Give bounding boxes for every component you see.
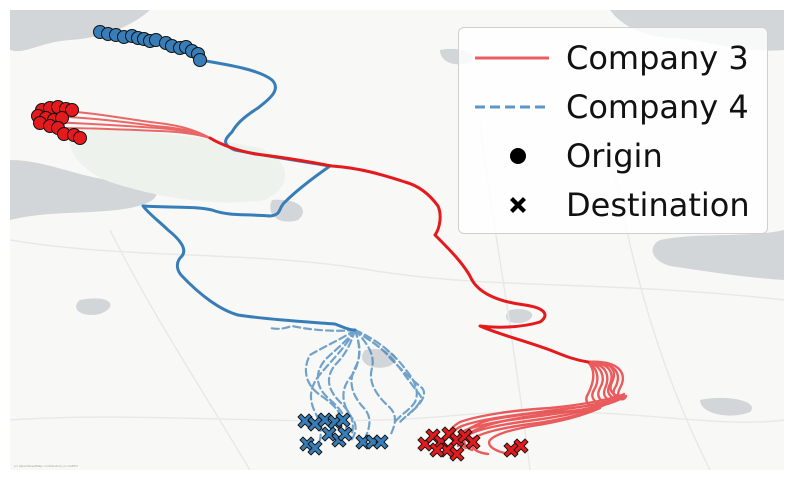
cross-marker-icon (510, 197, 526, 213)
map-attribution: (c) OpenStreetMap contributors (c) CARTO (14, 464, 78, 468)
water-south-lake (505, 309, 533, 324)
destination-marker (335, 412, 351, 428)
company-4-routes (141, 58, 426, 444)
company-4-destinations (297, 412, 389, 456)
origin-marker (73, 131, 87, 145)
company-3-origins (31, 100, 87, 145)
water-north-lake (10, 10, 150, 52)
destination-marker (429, 442, 445, 458)
legend-label: Destination (566, 186, 750, 224)
circle-marker-icon (510, 148, 526, 164)
destination-marker (373, 434, 389, 450)
company-4-route-north (141, 58, 357, 332)
water-mid-lake (270, 199, 303, 222)
company-3-destinations (417, 426, 529, 462)
legend-item-origin: Origin (459, 132, 767, 180)
destination-marker (449, 446, 465, 462)
legend-item-company-4: Company 4 (459, 83, 767, 131)
legend-item-company-3: Company 3 (459, 34, 767, 82)
water-southwest-lake (76, 298, 111, 315)
origin-marker (65, 103, 79, 117)
destination-marker (337, 426, 353, 442)
water-west-lake (10, 160, 157, 220)
legend-label: Origin (566, 137, 663, 175)
company-4-origins (93, 25, 207, 67)
destination-marker (513, 438, 529, 454)
water-southeast-lake (700, 397, 752, 416)
destination-marker (465, 434, 481, 450)
destination-marker (503, 442, 519, 458)
destination-marker (307, 416, 323, 432)
water-east-lake (652, 230, 784, 280)
legend: Company 3 Company 4 Origin Destination (458, 27, 768, 234)
legend-label: Company 3 (566, 39, 749, 77)
destination-marker (307, 440, 323, 456)
legend-item-destination: Destination (459, 181, 767, 229)
company-3-route-main (208, 136, 590, 364)
solid-line-icon (475, 56, 549, 60)
legend-label: Company 4 (566, 88, 749, 126)
origin-marker (193, 53, 207, 67)
dashed-line-icon (475, 105, 549, 109)
